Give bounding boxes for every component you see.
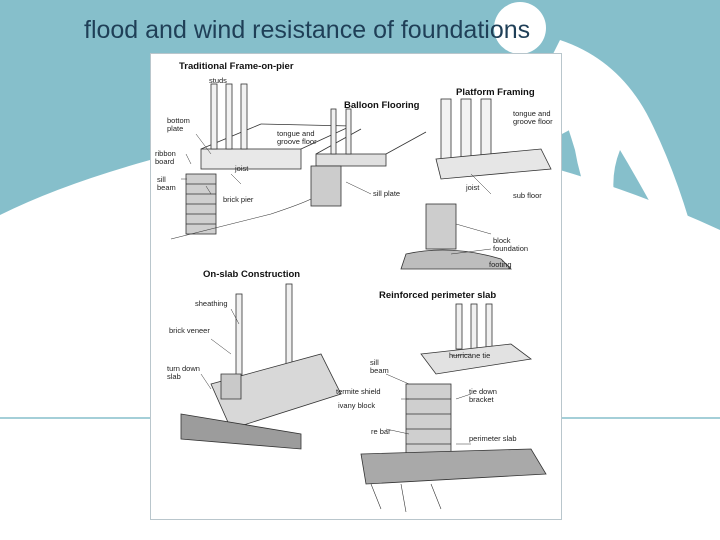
- label-sub-floor: sub floor: [513, 191, 542, 200]
- heading-platform-framing: Platform Framing: [456, 87, 535, 98]
- heading-perimeter-slab: Reinforced perimeter slab: [379, 290, 497, 301]
- label-ivany-block: ivany block: [338, 401, 376, 410]
- foundation-illustration: [170, 83, 552, 513]
- label-brick-veneer: brick veneer: [169, 326, 210, 335]
- label-tie-down-bracket: tie down bracket: [469, 387, 497, 404]
- heading-on-slab: On-slab Construction: [203, 269, 301, 280]
- on-slab-drawing: [180, 283, 342, 450]
- label-re-bar: re bar: [371, 427, 391, 436]
- platform-framing-drawing: [400, 98, 552, 270]
- label-ribbon-board: ribbon board: [155, 149, 176, 166]
- label-studs: studs: [209, 76, 227, 85]
- frame-on-pier-drawing: [170, 83, 352, 240]
- label-sill-beam-2: sill beam: [370, 358, 389, 375]
- label-bottom-plate: bottom plate: [167, 116, 190, 133]
- label-brick-pier: brick pier: [223, 195, 254, 204]
- label-turn-down-slab: turn down slab: [167, 364, 200, 381]
- label-sheathing: sheathing: [195, 299, 228, 308]
- label-footing: footing: [489, 260, 512, 269]
- perimeter-slab-drawing: [360, 303, 547, 513]
- label-joist-2: joist: [466, 183, 480, 192]
- label-sill-plate: sill plate: [373, 189, 401, 198]
- label-tongue-groove-floor-1: tongue and groove floor: [277, 129, 317, 146]
- balloon-flooring-drawing: [310, 108, 427, 207]
- label-sill-beam: sill beam: [157, 175, 176, 192]
- label-termite-shield: termite shield: [336, 387, 381, 396]
- slide-title: flood and wind resistance of foundations: [84, 16, 531, 44]
- label-perimeter-slab: perimeter slab: [469, 434, 517, 443]
- foundation-types-figure: Traditional Frame-on-pier Balloon Floori…: [150, 53, 562, 520]
- label-joist-1: joist: [235, 164, 249, 173]
- heading-balloon-flooring: Balloon Flooring: [344, 100, 420, 111]
- label-block-foundation: block foundation: [493, 236, 529, 253]
- heading-frame-on-pier: Traditional Frame-on-pier: [179, 61, 294, 72]
- label-hurricane-tie: hurricane tie: [449, 351, 491, 360]
- label-tongue-groove-floor-2: tongue and groove floor: [513, 109, 553, 126]
